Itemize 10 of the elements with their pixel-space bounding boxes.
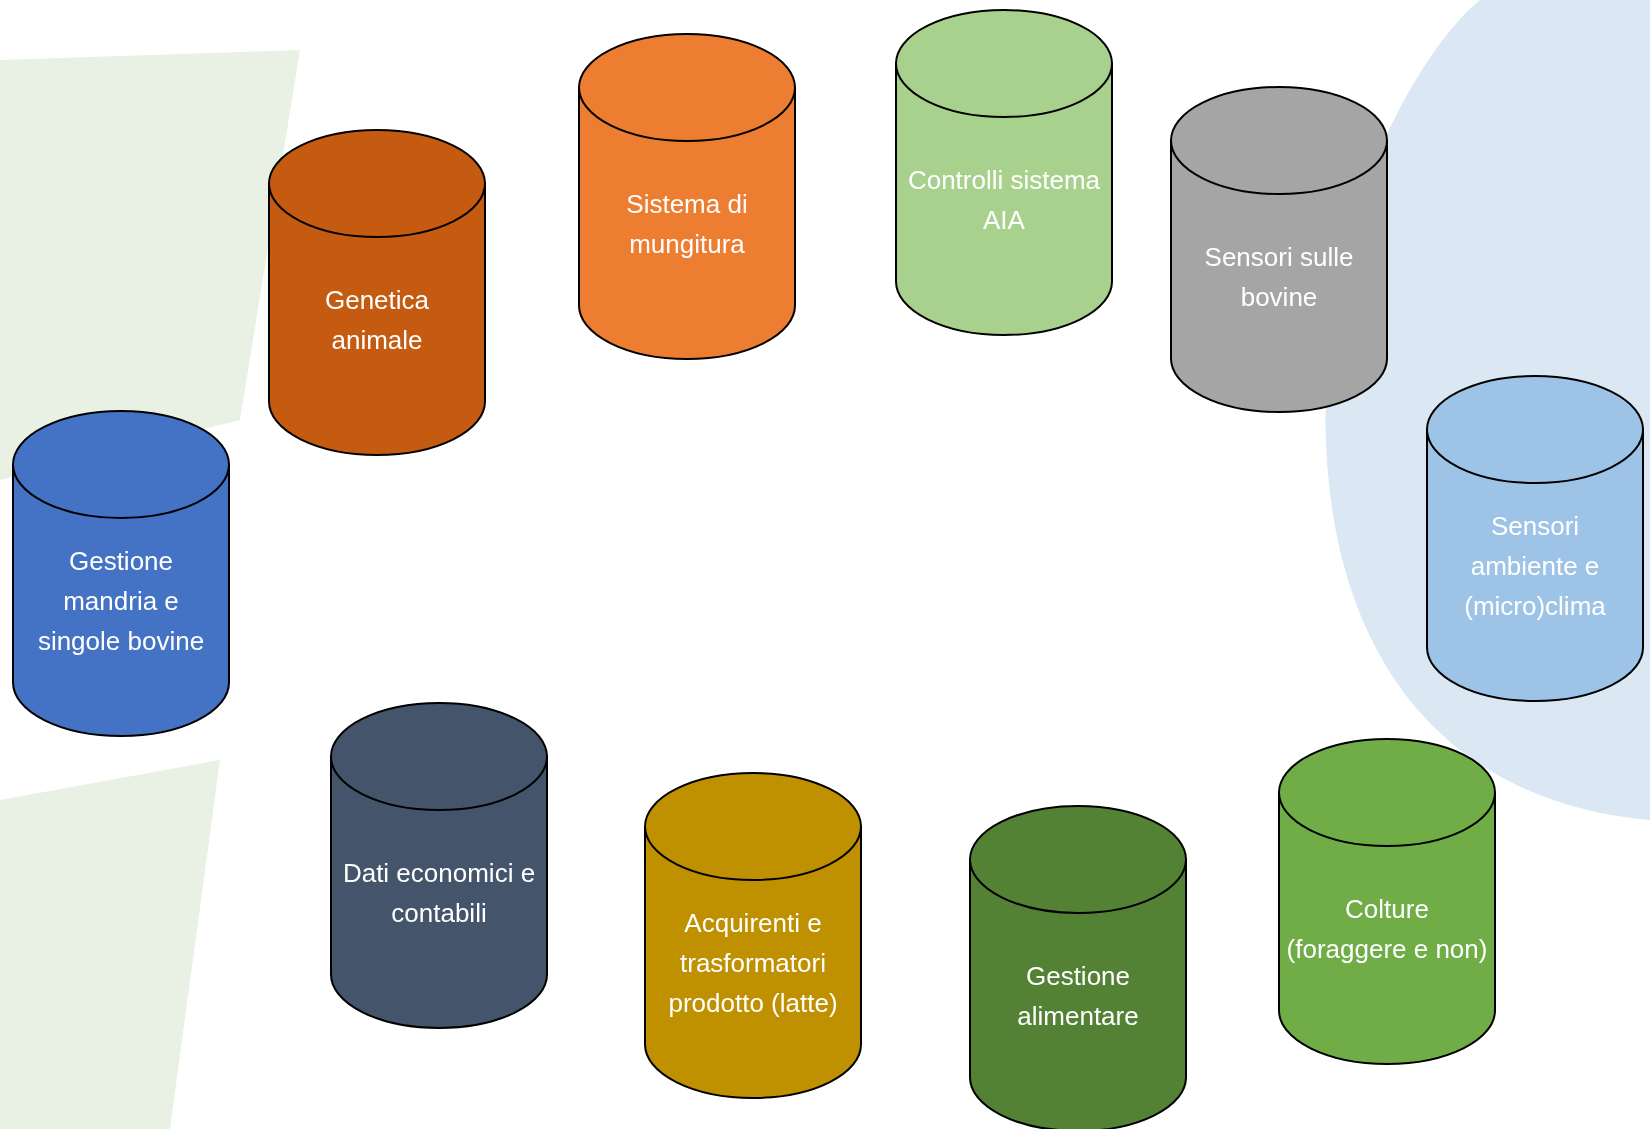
cylinder-label: Controlli sistema AIA (906, 163, 1102, 237)
cylinder-label: Acquirenti e trasformatori prodotto (latte) (667, 906, 839, 1020)
cylinder-label: Genetica animale (323, 283, 431, 357)
cylinder-label: Colture (foraggere e non) (1286, 892, 1488, 966)
cylinder-label: Sensori ambiente e (micro)clima (1463, 509, 1607, 623)
cylinder-label: Gestione alimentare (1016, 959, 1140, 1033)
cylinder-label: Dati economici e contabili (341, 856, 537, 930)
cylinder-label: Sistema di mungitura (625, 187, 749, 261)
cylinder-label: Sensori sulle bovine (1203, 240, 1355, 314)
cylinder-label: Gestione mandria e singole bovine (36, 544, 206, 658)
